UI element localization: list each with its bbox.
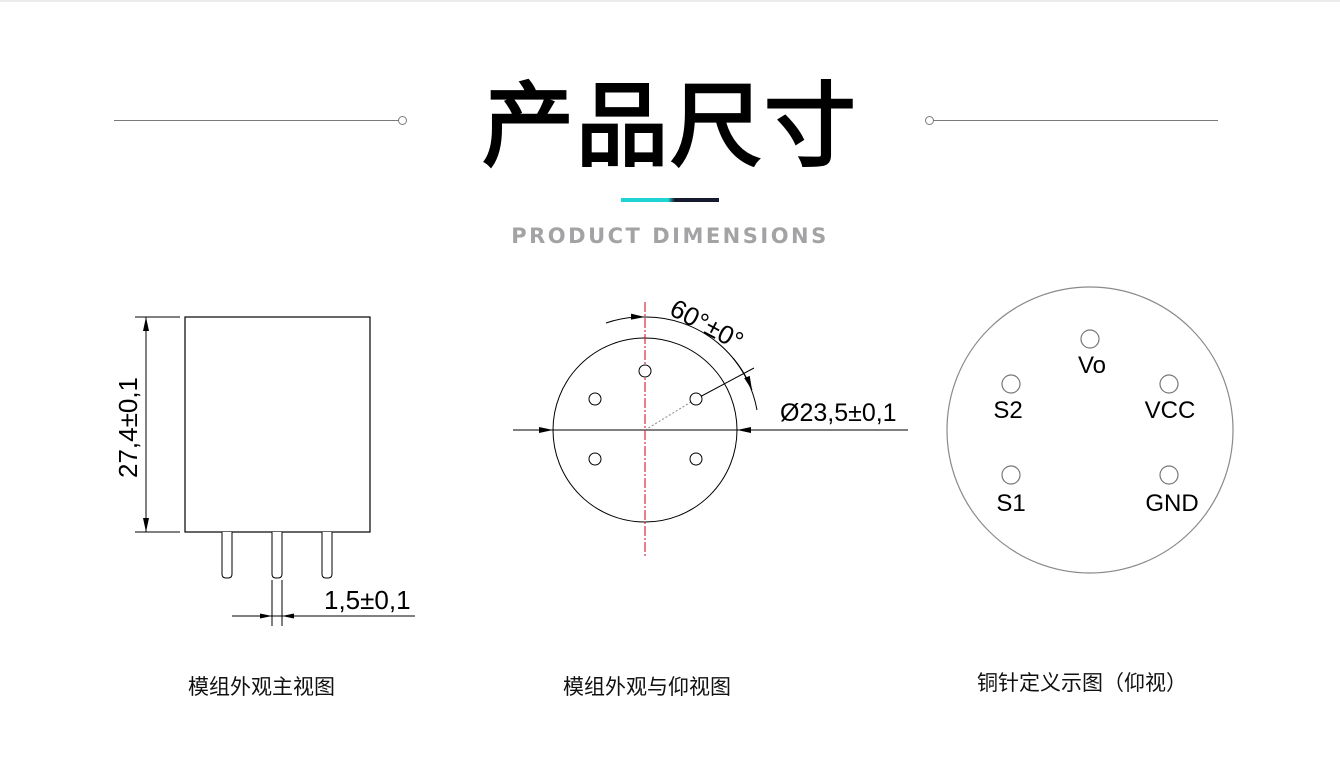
front-view-drawing: 1,5±0,1 27,4±0,1 <box>113 316 415 626</box>
caption-front-view: 模组外观主视图 <box>188 675 335 699</box>
pin-label-gnd: GND <box>1145 490 1198 517</box>
height-label: 27,4±0,1 <box>113 377 143 478</box>
page-subtitle: PRODUCT DIMENSIONS <box>511 224 829 248</box>
page-title: 产品尺寸 <box>481 73 858 180</box>
pin-label-s1: S1 <box>996 490 1025 517</box>
angle-label: 60°±0° <box>665 293 748 356</box>
pin-label-vcc: VCC <box>1145 397 1196 424</box>
pin-holes <box>588 364 703 466</box>
caption-bottom-view: 模组外观与仰视图 <box>563 675 731 699</box>
pin-label-vo: Vo <box>1078 352 1106 379</box>
module-body <box>184 316 371 533</box>
header-right-line <box>933 120 1218 121</box>
body-outline <box>946 286 1234 574</box>
caption-pin-definition: 铜针定义示图（仰视） <box>977 671 1187 695</box>
bottom-view-drawing: 60°±0° Ø23,5±0,1 <box>513 293 908 556</box>
top-border <box>0 0 1340 2</box>
title-accent-bar <box>621 198 719 202</box>
diameter-label: Ø23,5±0,1 <box>780 399 897 427</box>
pin-width-label: 1,5±0,1 <box>324 585 411 615</box>
header-left-dot <box>398 116 407 125</box>
pins <box>221 532 333 579</box>
header-left-line <box>114 120 399 121</box>
pin-definition-drawing: Vo S2 VCC S1 GND <box>946 286 1234 574</box>
pin-label-s2: S2 <box>993 397 1022 424</box>
